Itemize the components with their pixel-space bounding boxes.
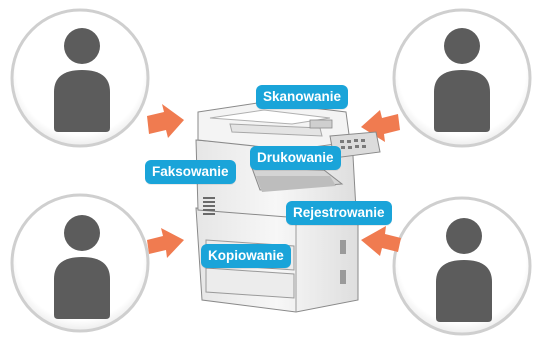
fax-function-label: Faksowanie xyxy=(145,160,236,184)
user-top-left xyxy=(10,8,150,148)
arrow-bottom-right-icon xyxy=(361,226,401,256)
side-vent xyxy=(203,197,215,215)
arrow-bottom-left-icon xyxy=(147,228,184,258)
user-bottom-left xyxy=(10,193,150,333)
arrow-top-right-icon xyxy=(361,110,400,142)
print-function-label: Drukowanie xyxy=(250,146,341,170)
user-bottom-right xyxy=(392,196,532,336)
register-function-label: Rejestrowanie xyxy=(286,201,392,225)
scan-function-label: Skanowanie xyxy=(256,85,349,109)
copy-function-label: Kopiowanie xyxy=(201,244,291,268)
user-top-right xyxy=(392,8,532,148)
user-silhouette-icon xyxy=(54,215,110,319)
user-silhouette-icon xyxy=(54,28,110,132)
user-silhouette-icon xyxy=(434,28,490,132)
user-silhouette-icon xyxy=(436,218,492,322)
arrow-top-left-icon xyxy=(147,104,184,138)
